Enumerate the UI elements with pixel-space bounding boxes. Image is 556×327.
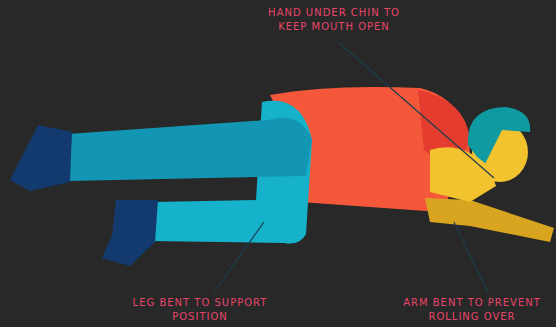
lower-foot	[102, 200, 158, 266]
hair	[468, 107, 530, 166]
upper-foot	[10, 125, 72, 191]
callout-label: ARM BENT TO PREVENT ROLLING OVER	[392, 296, 552, 324]
upper-leg	[68, 118, 312, 182]
callout-label: HAND UNDER CHIN TO KEEP MOUTH OPEN	[254, 6, 414, 34]
leader-line	[454, 222, 488, 292]
leader-line	[338, 42, 494, 178]
leader-line	[214, 222, 264, 292]
lower-arm	[425, 198, 554, 242]
hand	[430, 147, 496, 202]
callout-label: LEG BENT TO SUPPORT POSITION	[130, 296, 270, 324]
